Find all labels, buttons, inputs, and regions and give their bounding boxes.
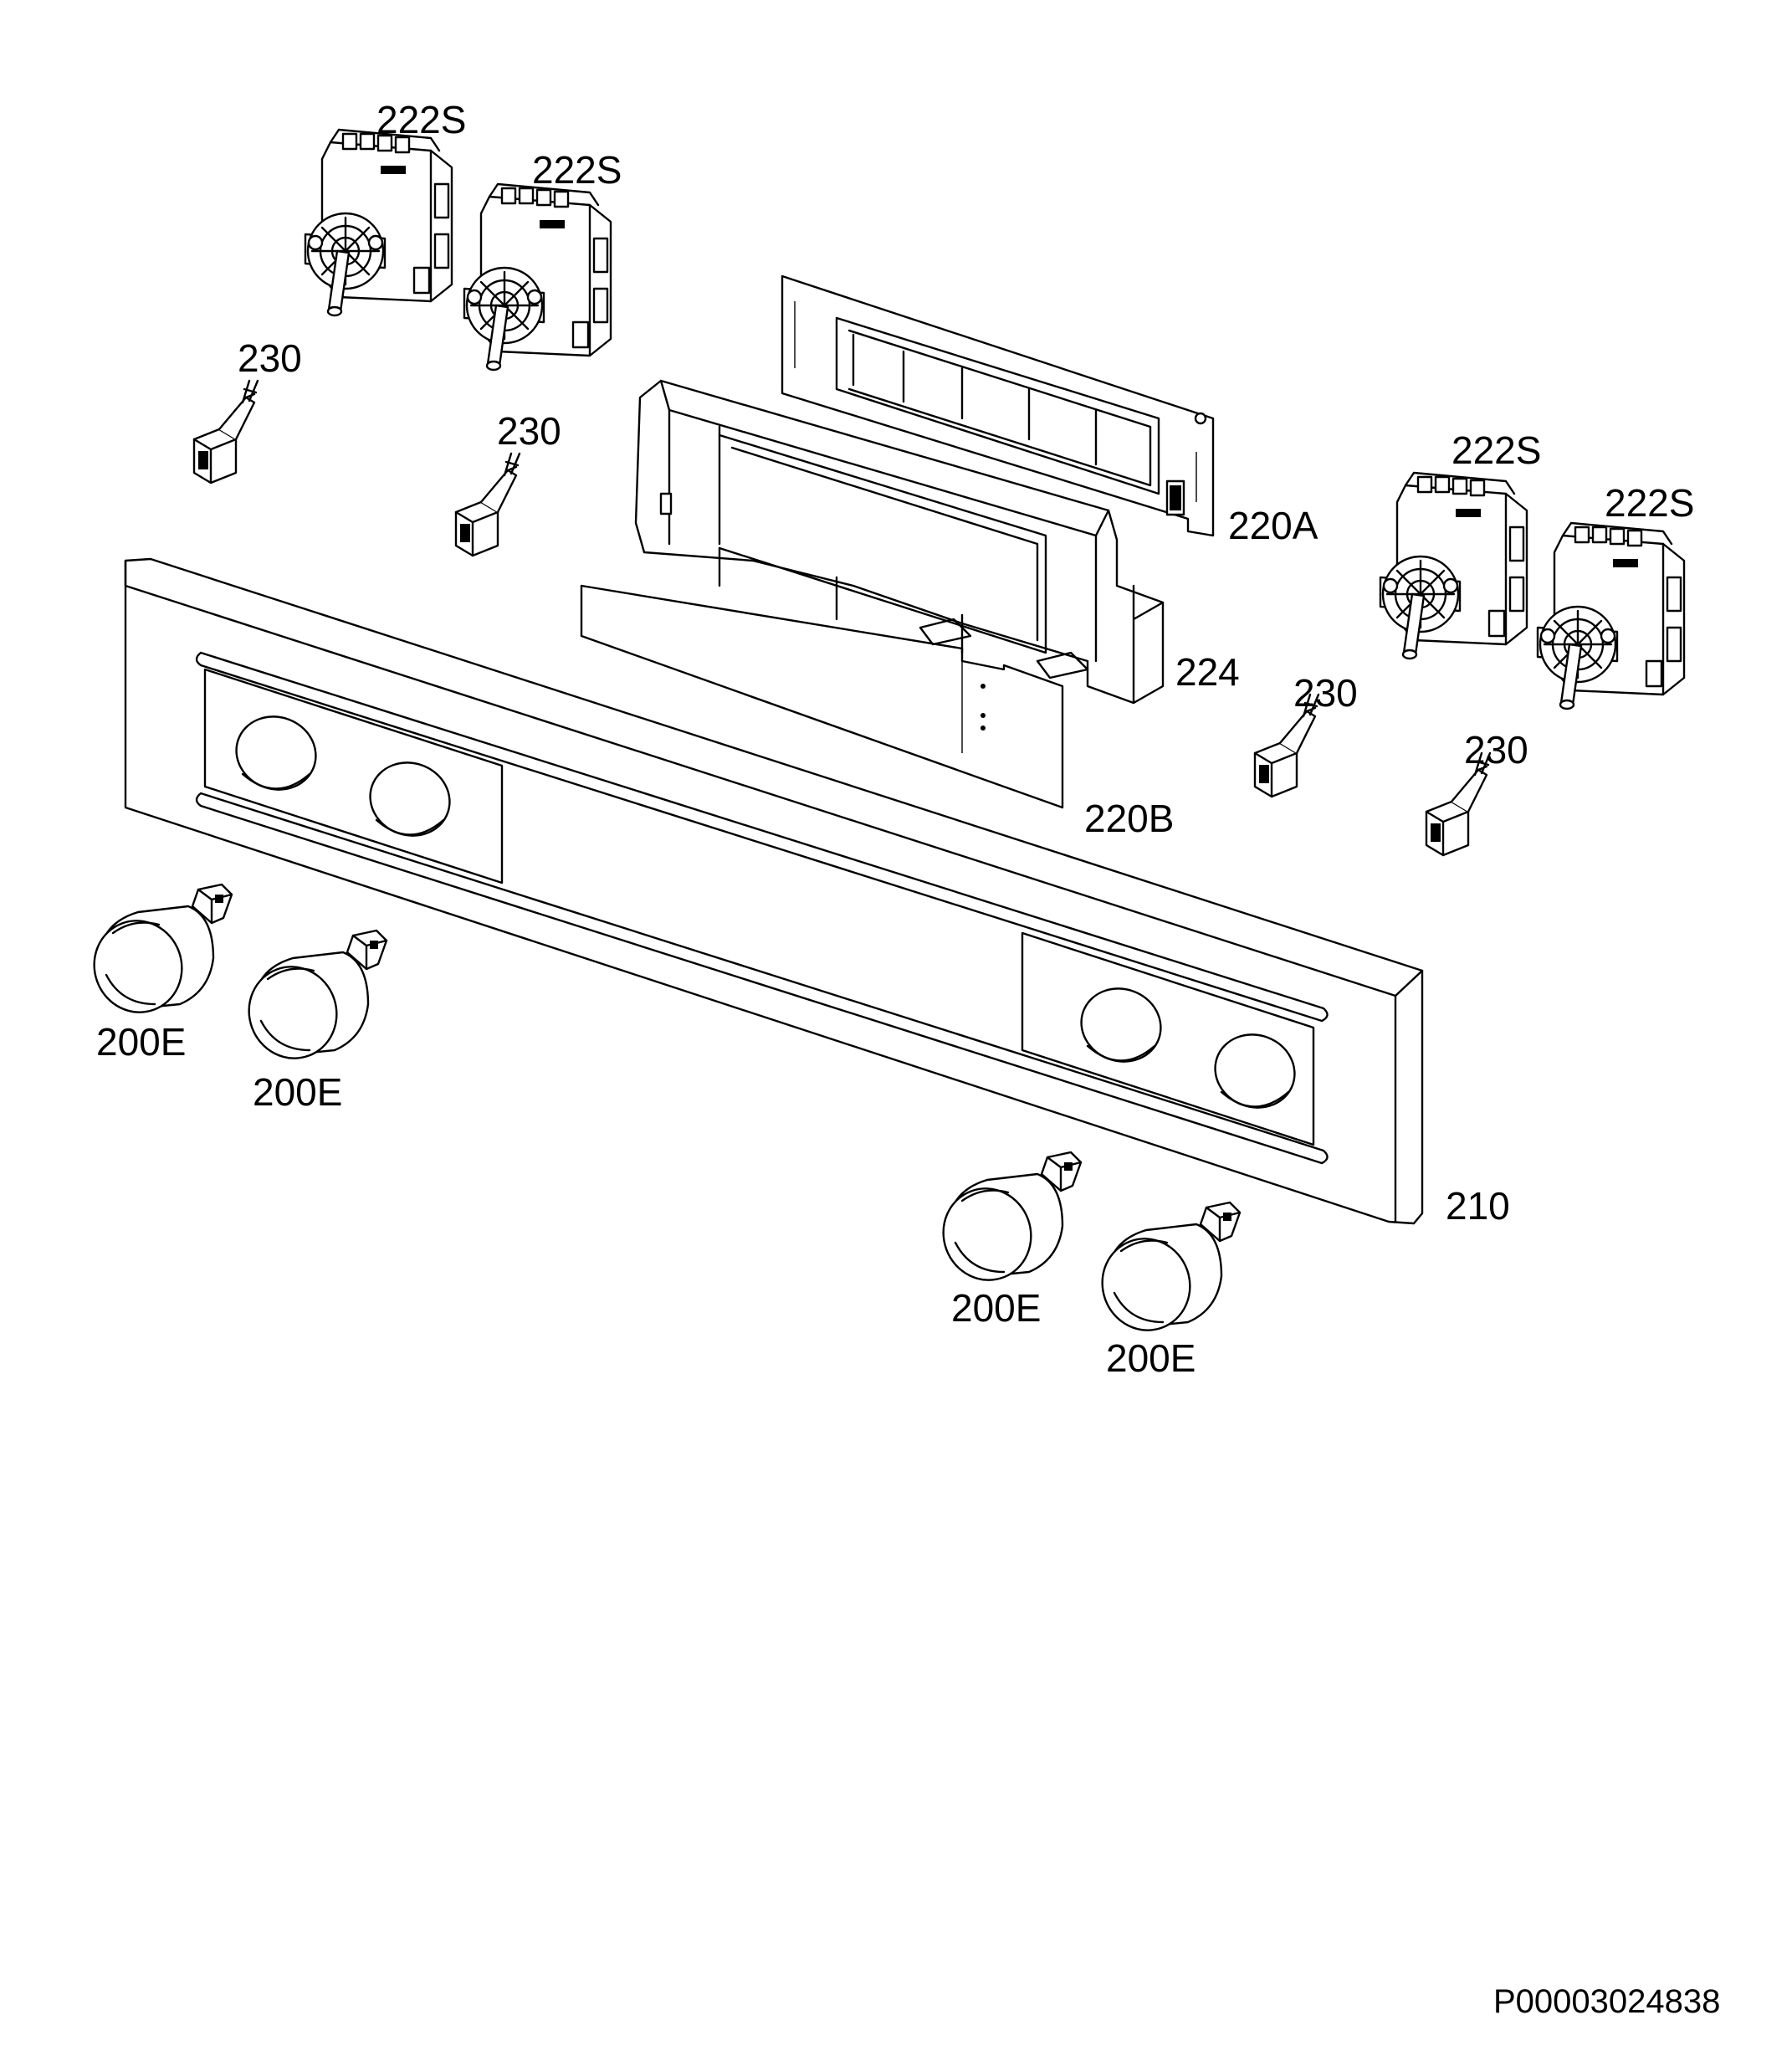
label-200E-3: 200E xyxy=(951,1286,1042,1330)
front-panel-210 xyxy=(124,557,1424,1225)
label-230-4: 230 xyxy=(1464,728,1528,772)
label-230-1: 230 xyxy=(238,336,302,380)
display-frame-224 xyxy=(634,379,1165,705)
label-200E-2: 200E xyxy=(253,1070,343,1114)
knob-200E-2 xyxy=(235,929,388,1072)
knob-200E-1 xyxy=(80,883,233,1026)
label-222S-1: 222S xyxy=(376,98,467,141)
knob-200E-3 xyxy=(929,1151,1083,1294)
rotary-switch-222S-3 xyxy=(1379,471,1528,660)
label-200E-1: 200E xyxy=(96,1020,187,1064)
label-220A: 220A xyxy=(1228,504,1318,547)
rotary-switch-222S-4 xyxy=(1536,521,1686,710)
label-210: 210 xyxy=(1446,1184,1510,1228)
label-230-3: 230 xyxy=(1293,671,1358,715)
rotary-switch-222S-2 xyxy=(463,182,612,372)
document-code: P00003024838 xyxy=(1493,1983,1721,2020)
label-200E-4: 200E xyxy=(1106,1336,1196,1380)
label-222S-3: 222S xyxy=(1452,428,1542,472)
lamp-holder-230-1 xyxy=(192,379,259,485)
label-220B: 220B xyxy=(1084,797,1175,840)
label-222S-2: 222S xyxy=(532,148,622,192)
label-222S-4: 222S xyxy=(1605,481,1695,525)
label-230-2: 230 xyxy=(497,409,561,453)
label-224: 224 xyxy=(1175,650,1240,694)
lamp-holder-230-2 xyxy=(454,452,521,557)
knob-200E-4 xyxy=(1088,1201,1242,1344)
rotary-switch-222S-1 xyxy=(304,128,453,317)
control-board-220A xyxy=(781,274,1215,537)
